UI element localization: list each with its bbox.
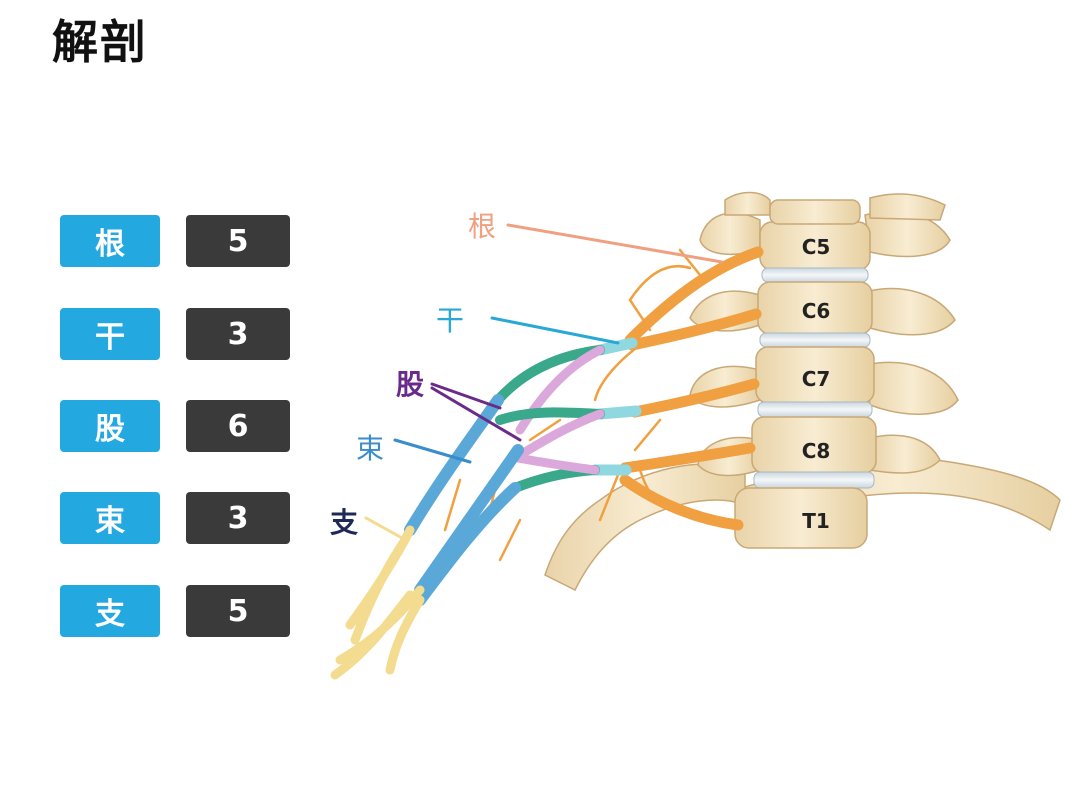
nerve-roots bbox=[619, 246, 764, 531]
vertebra-label-t1: T1 bbox=[802, 509, 830, 533]
vertebra-label-c6: C6 bbox=[802, 299, 831, 323]
vertebral-column bbox=[734, 199, 877, 549]
slide-title: 解剖 bbox=[52, 15, 148, 69]
nerve-cords bbox=[404, 394, 524, 606]
legend-term: 束 bbox=[60, 492, 160, 544]
legend-term: 股 bbox=[60, 400, 160, 452]
legend-term: 支 bbox=[60, 585, 160, 637]
nerve-trunks bbox=[589, 337, 642, 476]
diagram-label-cords: 束 bbox=[356, 432, 384, 465]
vertebra-label-c7: C7 bbox=[802, 367, 831, 391]
label-leader-lines bbox=[364, 223, 724, 540]
legend-count: 6 bbox=[186, 400, 290, 452]
diagram-label-divisions: 股 bbox=[396, 368, 424, 401]
legend-count: 3 bbox=[186, 492, 290, 544]
nerve-divisions bbox=[493, 345, 605, 493]
vertebra-label-c5: C5 bbox=[802, 235, 831, 259]
diagram-label-roots: 根 bbox=[468, 210, 496, 243]
vertebra-label-c8: C8 bbox=[802, 439, 831, 463]
legend-count: 3 bbox=[186, 308, 290, 360]
legend-term: 根 bbox=[60, 215, 160, 267]
diagram-label-trunks: 干 bbox=[436, 304, 464, 337]
legend-count: 5 bbox=[186, 215, 290, 267]
nerve-branches bbox=[330, 525, 425, 680]
legend-count: 5 bbox=[186, 585, 290, 637]
legend-term: 干 bbox=[60, 308, 160, 360]
diagram-label-branches: 支 bbox=[330, 506, 358, 539]
